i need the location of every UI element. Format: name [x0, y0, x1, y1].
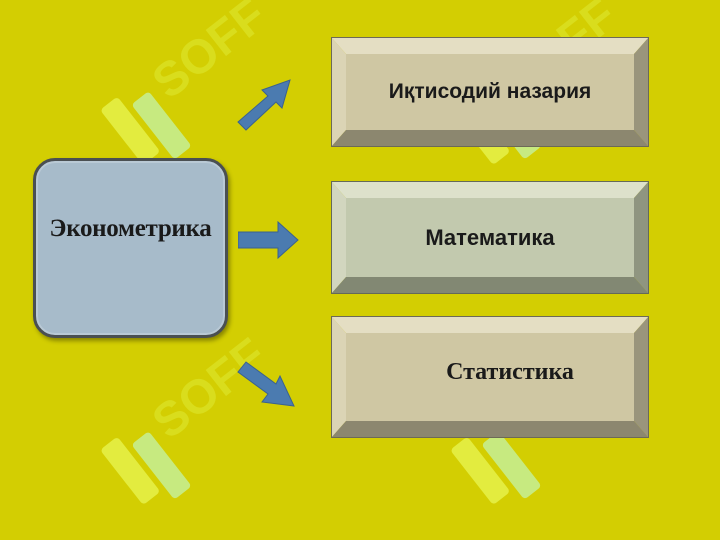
mathematics-label: Математика: [425, 224, 555, 250]
arrow-up-right: [237, 79, 291, 131]
mathematics-box: Математика: [331, 181, 649, 294]
economic-theory-box: Иқтисодий назария: [331, 37, 649, 147]
economic-theory-label: Иқтисодий назария: [388, 80, 592, 103]
bevel-frame: [331, 181, 649, 294]
bevel-frame: [331, 316, 649, 438]
soff-watermark-3: SOFF: [101, 329, 276, 504]
arrow-down-right: [237, 361, 295, 407]
arrow-right: [238, 220, 299, 260]
statistics-box: Статистика: [331, 316, 649, 438]
econometrics-label: Эконометрика: [49, 215, 212, 242]
statistics-label: Статистика: [446, 358, 574, 385]
bevel-frame: [331, 37, 649, 147]
econometrics-node: Эконометрика: [33, 158, 228, 338]
